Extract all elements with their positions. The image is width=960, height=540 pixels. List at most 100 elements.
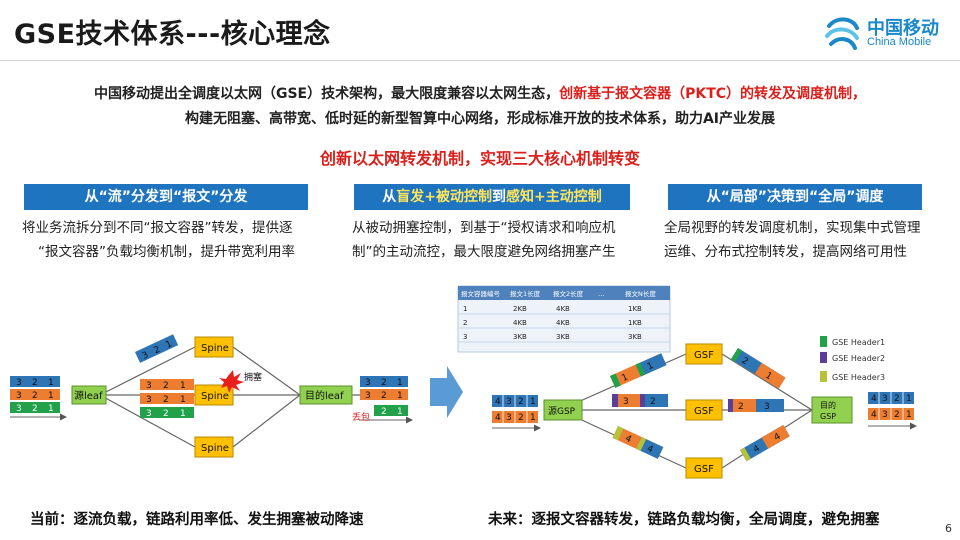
pkt-label: 1 (48, 391, 54, 401)
congestion-label: 拥塞 (244, 371, 262, 383)
svg-text:3: 3 (882, 394, 888, 404)
brand-name-cn: 中国移动 (867, 18, 939, 39)
svg-text:2: 2 (738, 402, 744, 412)
table-cell: 3 (463, 333, 467, 341)
svg-text:1: 1 (906, 410, 912, 420)
congestion-burst-icon (219, 370, 244, 393)
tagline: 创新以太网转发机制，实现三大核心机制转变 (319, 149, 640, 168)
svg-text:GSF: GSF (694, 406, 714, 417)
legend-label: GSE Header1 (832, 338, 885, 347)
svg-text:4: 4 (623, 434, 633, 446)
pillar-2-title-b: 盲发+被动控制 (396, 189, 492, 205)
dst-gsp-label-b: GSP (820, 412, 836, 421)
intro-text-b: 创新基于报文容器（PKTC）的转发及调度机制， (559, 86, 867, 102)
legend-swatch (820, 371, 827, 382)
svg-text:2: 2 (894, 410, 900, 420)
svg-text:1: 1 (180, 409, 186, 419)
spine-node (194, 384, 234, 406)
table-header: 报文容器编号 (461, 289, 501, 298)
spine-node (194, 436, 234, 458)
svg-text:2: 2 (381, 391, 387, 401)
svg-text:4: 4 (495, 413, 501, 423)
pillar-3-desc-2: 运维、分布式控制转发，提高网络可用性 (664, 244, 907, 260)
container-packet-lower: 4 4 (612, 426, 664, 459)
svg-text:3: 3 (146, 409, 152, 419)
src-leaf-node (71, 385, 107, 405)
container-packet-upper: 1 1 (610, 353, 667, 388)
dst-leaf-node (299, 385, 353, 405)
transition-arrow-icon (430, 366, 463, 418)
pkt-label: 3 (16, 404, 22, 414)
intro-text-a: 中国移动提出全调度以太网（GSE）技术架构，最大限度兼容以太网生态， (93, 86, 560, 102)
svg-text:GSF: GSF (694, 464, 714, 475)
container-packet-lower-out: 4 4 (740, 425, 790, 462)
pkt-label: 2 (32, 378, 38, 388)
container-packet-middle: 3 2 (612, 394, 668, 407)
svg-text:3: 3 (146, 395, 152, 405)
container-packet-upper-out: 2 1 (731, 348, 786, 389)
brand-name-en: China Mobile (867, 36, 932, 48)
pillar-2-title-c: 到 (492, 189, 506, 205)
pillar-2-title-d: 感知+主动控制 (506, 189, 602, 205)
svg-text:1: 1 (164, 339, 173, 350)
legend-label: GSE Header3 (832, 373, 885, 382)
table-cell: 4KB (556, 319, 570, 327)
gsf-node (685, 399, 723, 421)
pillar-1-desc-2: “报文容器”负载均衡机制，提升带宽利用率 (38, 244, 295, 260)
svg-text:1: 1 (530, 413, 536, 423)
svg-text:3: 3 (506, 397, 512, 407)
svg-text:4: 4 (773, 432, 783, 444)
table-header: 报文1长度 (510, 289, 541, 298)
pillar-3-title: 从“局部”决策到“全局”调度 (668, 184, 922, 210)
svg-text:GSF: GSF (694, 350, 714, 361)
svg-text:3: 3 (141, 350, 150, 361)
svg-text:3: 3 (365, 378, 371, 388)
svg-text:2: 2 (894, 394, 900, 404)
src-leaf-label: 源leaf (74, 389, 103, 402)
svg-text:Spine: Spine (201, 443, 229, 454)
left-output-packets: 3 2 1 3 2 1 2 1 (360, 376, 413, 424)
china-mobile-logo-icon (825, 17, 859, 50)
page-title: GSE技术体系---核心理念 (14, 19, 331, 50)
svg-text:1: 1 (620, 372, 629, 383)
table-cell: 1 (463, 305, 467, 313)
svg-text:1: 1 (397, 378, 403, 388)
container-packet-middle-out: 2 3 (728, 399, 784, 412)
page-number: 6 (945, 522, 952, 535)
dst-gsp-label-a: 目的 (820, 400, 836, 410)
table-header: … (598, 290, 605, 298)
svg-text:4: 4 (645, 444, 655, 456)
svg-text:2: 2 (650, 397, 656, 407)
svg-text:2: 2 (163, 381, 169, 391)
svg-text:2: 2 (518, 413, 524, 423)
src-gsp-node (543, 399, 583, 421)
pillar-2-desc-1: 从被动拥塞控制，到基于“授权请求和响应机 (352, 220, 616, 236)
table-header: 报文N长度 (625, 289, 656, 298)
svg-text:2: 2 (381, 407, 387, 417)
svg-text:1: 1 (180, 381, 186, 391)
table-header: 报文2长度 (553, 289, 584, 298)
pkt-label: 1 (48, 404, 54, 414)
legend-swatch (820, 352, 827, 363)
pktc-table: 报文容器编号 报文1长度 报文2长度 … 报文N长度 1 2KB 4KB 1KB… (457, 285, 671, 353)
intro-line-1: 中国移动提出全调度以太网（GSE）技术架构，最大限度兼容以太网生态，创新基于报文… (0, 83, 960, 103)
right-input-packets: 4 3 2 1 4 3 2 1 (492, 395, 541, 432)
svg-text:Spine: Spine (201, 391, 229, 402)
gsf-node (685, 343, 723, 365)
svg-text:4: 4 (752, 444, 762, 456)
svg-text:1: 1 (763, 371, 773, 383)
middle-link-packets: 3 2 1 3 2 1 3 2 1 (140, 379, 194, 419)
pkt-label: 3 (16, 391, 22, 401)
svg-text:2: 2 (153, 345, 162, 356)
pillar-1-desc-1: 将业务流拆分到不同“报文容器”转发，提供逐 (22, 220, 293, 236)
svg-text:Spine: Spine (201, 343, 229, 354)
svg-text:4: 4 (871, 394, 877, 404)
pillar-2-desc-2: 制”的主动流控，最大限度避免网络拥塞产生 (352, 244, 616, 260)
table-cell: 1KB (628, 305, 642, 313)
table-cell: 2 (463, 319, 467, 327)
svg-text:1: 1 (397, 391, 403, 401)
brand-logo: 中国移动 China Mobile (823, 14, 953, 54)
pillar-1-title: 从“流”分发到“报文”分发 (24, 184, 308, 210)
svg-text:3: 3 (764, 402, 770, 412)
svg-text:2: 2 (518, 397, 524, 407)
